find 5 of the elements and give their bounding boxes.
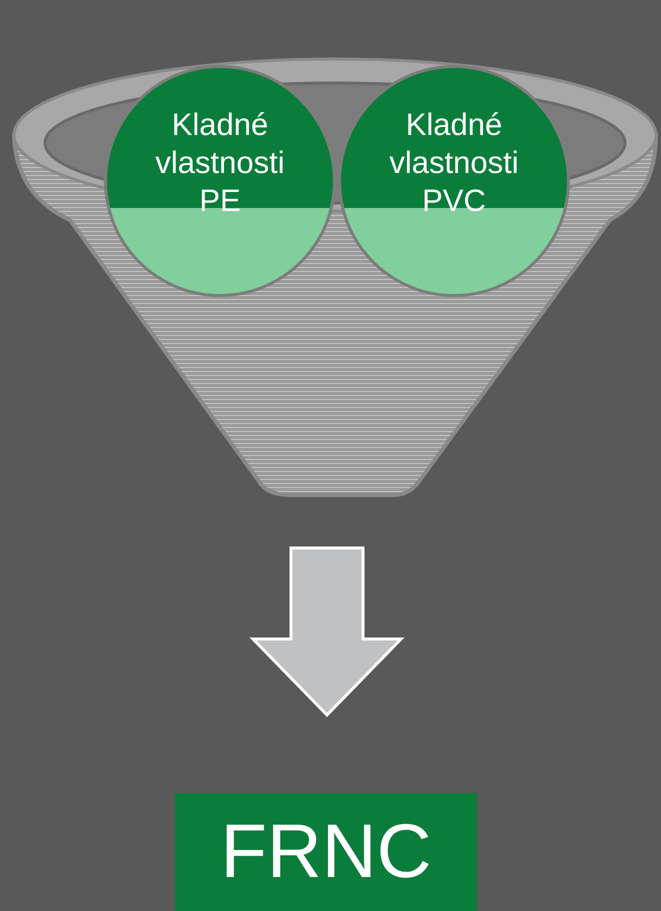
block-arrow — [249, 546, 405, 718]
circle-label: Kladné vlastnosti PVC — [388, 106, 520, 220]
circle-label: Kladné vlastnosti PE — [154, 106, 286, 220]
result-box — [175, 793, 477, 911]
result-label: FRNC — [220, 814, 432, 890]
